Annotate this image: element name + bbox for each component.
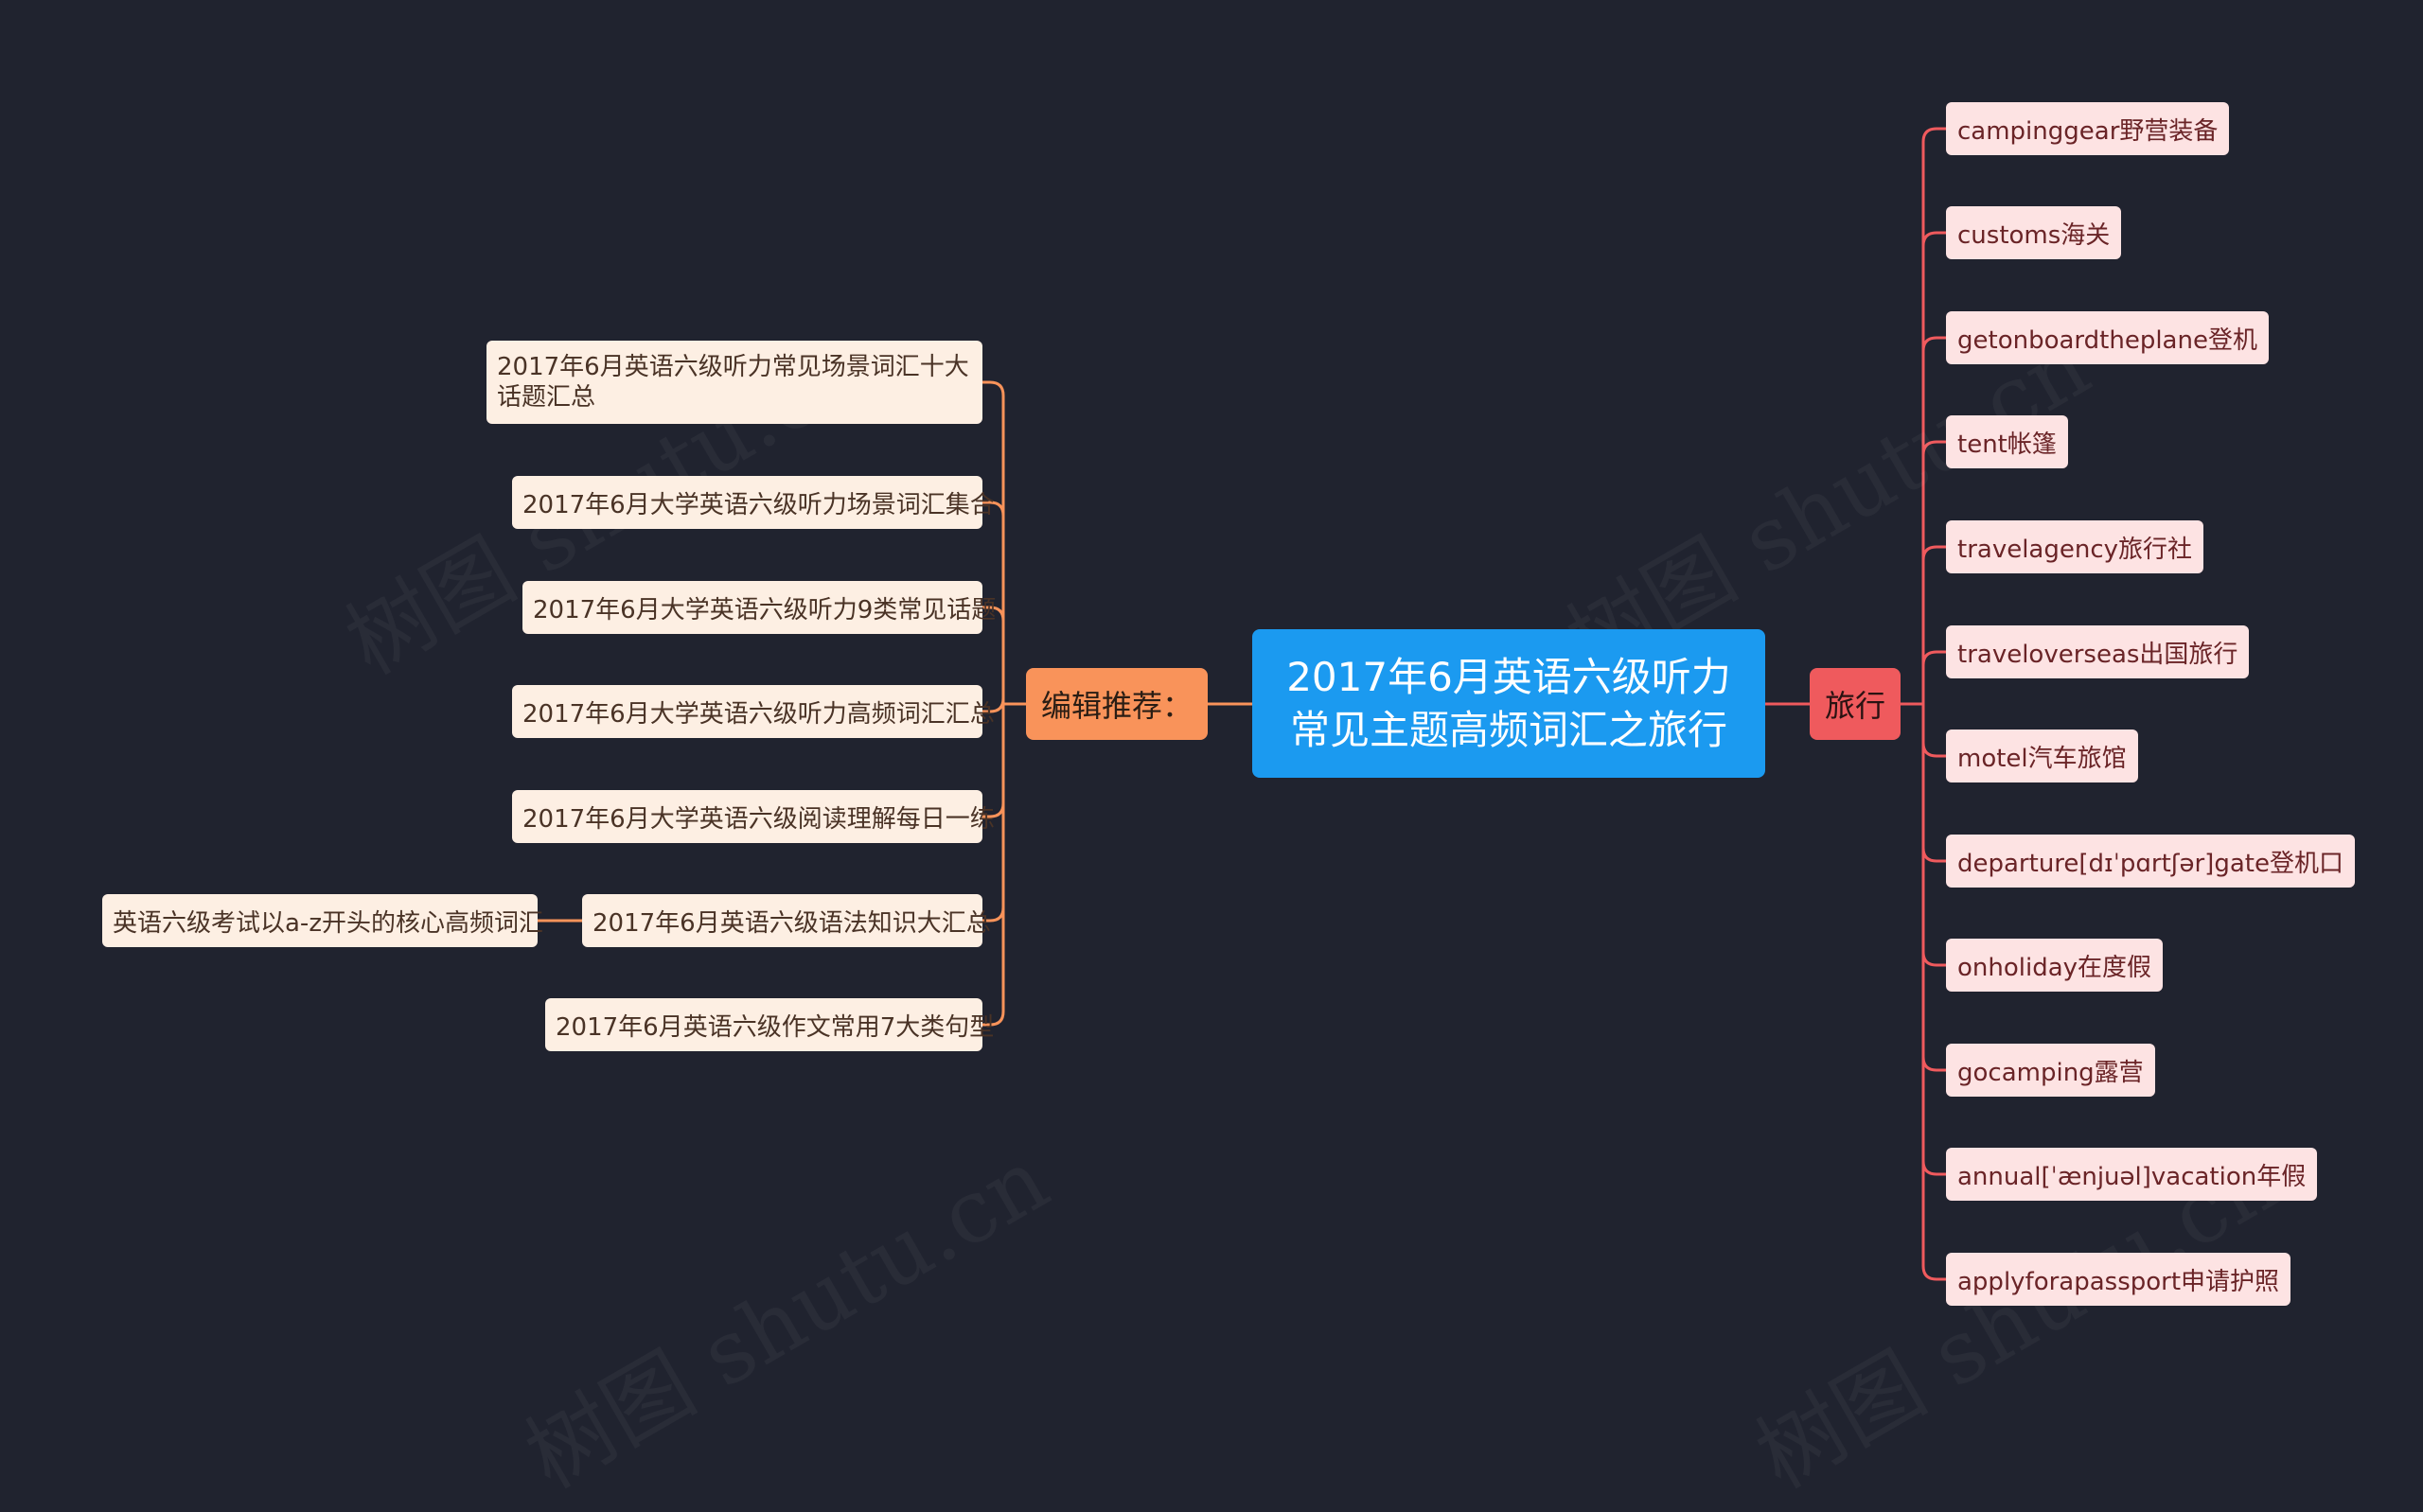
right-leaf[interactable]: campinggear野营装备 (1946, 102, 2230, 155)
branch-editor-recommendations[interactable]: 编辑推荐： (1026, 668, 1208, 740)
left-subleaf[interactable]: 英语六级考试以a-z开头的核心高频词汇 (102, 894, 543, 947)
connector-lines (538, 127, 1946, 1281)
left-leaf[interactable]: 2017年6月英语六级作文常用7大类句型 (545, 998, 994, 1051)
connector-left-leaf (982, 606, 1005, 704)
mind-map-canvas: 树图 shutu.cn 树图 shutu.cn 树图 shutu.cn 树图 s… (102, 102, 2355, 1306)
connector-right-leaf (1921, 704, 1946, 967)
connector-right-leaf (1921, 336, 1946, 704)
connector-left-leaf (982, 704, 1005, 1027)
right-leaf[interactable]: motel汽车旅馆 (1946, 730, 2138, 782)
connector-right-leaf (1921, 231, 1946, 704)
connector-left-leaf (982, 380, 1005, 704)
right-leaf[interactable]: annual[ˈænjuəl]vacation年假 (1946, 1148, 2318, 1201)
connector-right-leaf (1921, 704, 1946, 863)
right-leaf[interactable]: customs海关 (1946, 206, 2122, 259)
left-leaf[interactable]: 2017年6月英语六级听力常见场景词汇十大话题汇总 (486, 341, 982, 424)
right-leaf[interactable]: departure[dɪˈpɑrtʃər]gate登机口 (1946, 835, 2355, 888)
left-leaf[interactable]: 2017年6月大学英语六级听力高频词汇汇总 (512, 685, 995, 738)
right-leaf[interactable]: gocamping露营 (1946, 1044, 2155, 1097)
connector-right-leaf (1921, 650, 1946, 704)
right-leaf[interactable]: applyforapassport申请护照 (1946, 1253, 2291, 1306)
connector-right-leaf (1921, 704, 1946, 1072)
right-leaf[interactable]: travelagency旅行社 (1946, 520, 2204, 573)
root-topic[interactable]: 2017年6月英语六级听力常见主题高频词汇之旅行 (1252, 629, 1765, 778)
left-leaf[interactable]: 2017年6月大学英语六级阅读理解每日一练 (512, 790, 995, 843)
connector-right-leaf (1921, 440, 1946, 704)
connector-right-leaf (1921, 704, 1946, 758)
left-leaf[interactable]: 2017年6月大学英语六级听力场景词汇集合 (512, 476, 995, 529)
connector-right-leaf (1921, 704, 1946, 1176)
connector-left-leaf (982, 501, 1005, 704)
connector-left-leaf (982, 697, 1005, 713)
right-leaf[interactable]: onholiday在度假 (1946, 939, 2164, 992)
right-leaf[interactable]: getonboardtheplane登机 (1946, 311, 2269, 364)
connector-right-leaf (1921, 704, 1946, 1281)
left-leaf[interactable]: 2017年6月英语六级语法知识大汇总 (582, 894, 991, 947)
branch-travel[interactable]: 旅行 (1810, 668, 1901, 740)
right-leaf[interactable]: traveloverseas出国旅行 (1946, 625, 2250, 678)
connector-right-leaf (1921, 127, 1946, 704)
right-leaf[interactable]: tent帐篷 (1946, 415, 2068, 468)
left-leaf[interactable]: 2017年6月大学英语六级听力9类常见话题 (522, 581, 996, 634)
connector-right-leaf (1921, 545, 1946, 704)
